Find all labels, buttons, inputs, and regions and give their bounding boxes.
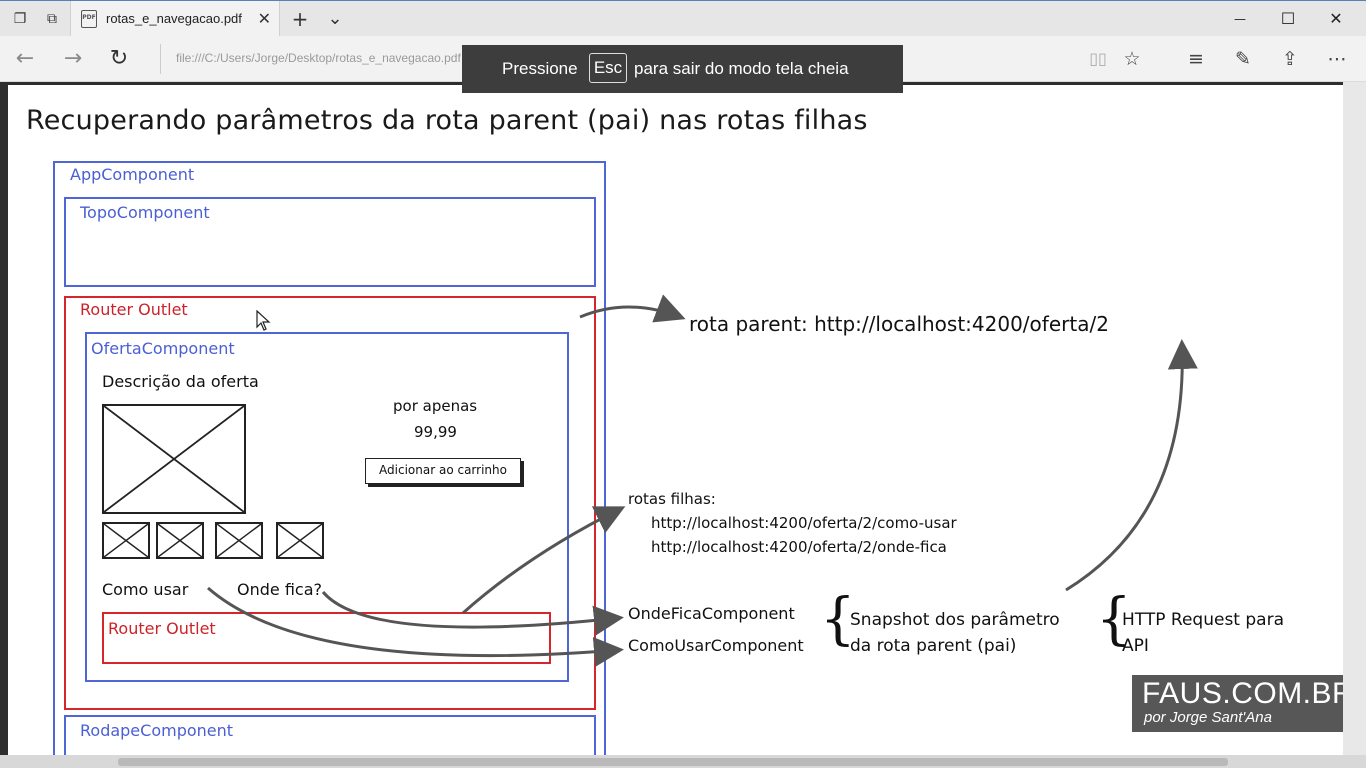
arrow-como-usar-to-component [207,586,624,667]
pdf-icon: PDF [81,10,97,28]
refresh-button[interactable]: ↻ [109,46,129,71]
more-icon[interactable]: ⋯ [1327,48,1347,70]
rota-filha-onde-fica: http://localhost:4200/oferta/2/onde-fica [651,538,947,556]
pdf-page: Recuperando parâmetros da rota parent (p… [8,85,1343,757]
slide-title: Recuperando parâmetros da rota parent (p… [26,105,868,136]
tab-title: rotas_e_navegacao.pdf [106,11,242,26]
vertical-scrollbar[interactable] [1343,82,1366,768]
reading-view-icon[interactable]: ▯▯ [1089,49,1107,68]
por-apenas-text: por apenas [393,397,478,415]
maximize-button[interactable]: ☐ [1280,9,1296,28]
mouse-cursor-icon [256,310,271,331]
thumbnail-placeholder-4 [276,522,324,559]
back-button[interactable]: ← [15,46,35,71]
oferta-component-label: OfertaComponent [91,339,235,358]
snapshot-line-2: da rota parent (pai) [850,636,1017,656]
http-line-1: HTTP Request para [1122,610,1284,630]
tab-list-button[interactable]: ⌄ [327,8,343,29]
main-image-placeholder [102,404,246,514]
share-icon[interactable]: ⇪ [1282,48,1298,70]
hub-icon[interactable]: ≡ [1188,48,1204,70]
thumbnail-placeholder-3 [215,522,263,559]
onde-fica-component-label: OndeFicaComponent [628,604,795,623]
diagram-arrows [207,294,1198,667]
web-note-icon[interactable]: ✎ [1235,48,1251,70]
rodape-component-box [64,715,596,757]
toast-text-pre: Pressione [502,59,578,78]
como-usar-component-label: ComoUsarComponent [628,636,804,655]
pdf-viewer: Recuperando parâmetros da rota parent (p… [0,82,1366,768]
rotas-filhas-label: rotas filhas: [628,490,716,508]
toast-text-post: para sair do modo tela cheia [634,59,849,78]
onde-fica-link: Onde fica? [237,580,322,599]
topo-component-box [64,197,596,287]
arrow-onde-fica-to-component [321,591,624,636]
address-bar[interactable]: file:///C:/Users/Jorge/Desktop/rotas_e_n… [160,44,1060,74]
thumbnail-placeholder-2 [156,522,204,559]
browser-tab[interactable]: PDF rotas_e_navegacao.pdf ✕ [70,1,280,37]
topo-component-label: TopoComponent [80,203,210,222]
faus-watermark: FAUS.COM.BR por Jorge Sant'Ana [1132,675,1343,732]
arrow-links-to-filhas [462,506,626,615]
tabs-aside-icon[interactable]: ⧉ [47,11,57,27]
forward-button[interactable]: → [63,46,83,71]
arrow-router-to-parent [579,294,686,323]
thumbnail-placeholder-1 [102,522,150,559]
app-component-box [53,161,606,757]
router-outlet-inner-label: Router Outlet [108,619,216,638]
http-line-2: API [1122,636,1149,656]
address-text: file:///C:/Users/Jorge/Desktop/rotas_e_n… [176,51,461,65]
fullscreen-toast: Pressione Esc para sair do modo tela che… [462,45,903,93]
rota-filha-como-usar: http://localhost:4200/oferta/2/como-usar [651,514,957,532]
tab-manager-icon[interactable]: ❐ [13,11,27,27]
rota-parent-text: rota parent: http://localhost:4200/ofert… [689,312,1109,336]
router-outlet-inner-box [102,612,551,664]
snapshot-line-1: Snapshot dos parâmetro [850,610,1060,630]
title-bar: ❐ ⧉ PDF rotas_e_navegacao.pdf ✕ + ⌄ — ☐ … [0,0,1366,37]
watermark-main: FAUS.COM.BR [1142,677,1343,710]
watermark-sub: por Jorge Sant'Ana [1144,709,1272,726]
new-tab-button[interactable]: + [291,7,309,31]
horizontal-scrollbar[interactable] [0,755,1366,768]
brace-components: { [820,587,856,652]
brace-snapshot: { [1096,587,1132,652]
toast-esc-key: Esc [589,53,627,83]
tab-close-icon[interactable]: ✕ [257,9,271,28]
arrow-api-to-parent [1065,339,1198,592]
favorites-star-icon[interactable]: ☆ [1123,48,1141,70]
horizontal-scroll-thumb[interactable] [118,758,1228,766]
como-usar-link: Como usar [102,580,189,599]
oferta-component-box [85,332,569,682]
price-text: 99,99 [414,423,457,441]
add-to-cart-button: Adicionar ao carrinho [365,458,521,484]
router-outlet-outer-label: Router Outlet [80,300,188,319]
descricao-text: Descrição da oferta [102,372,259,391]
router-outlet-outer-box [64,296,596,710]
app-component-label: AppComponent [70,165,195,184]
close-window-button[interactable]: ✕ [1329,9,1343,28]
rodape-component-label: RodapeComponent [80,721,234,740]
minimize-button[interactable]: — [1234,12,1246,26]
